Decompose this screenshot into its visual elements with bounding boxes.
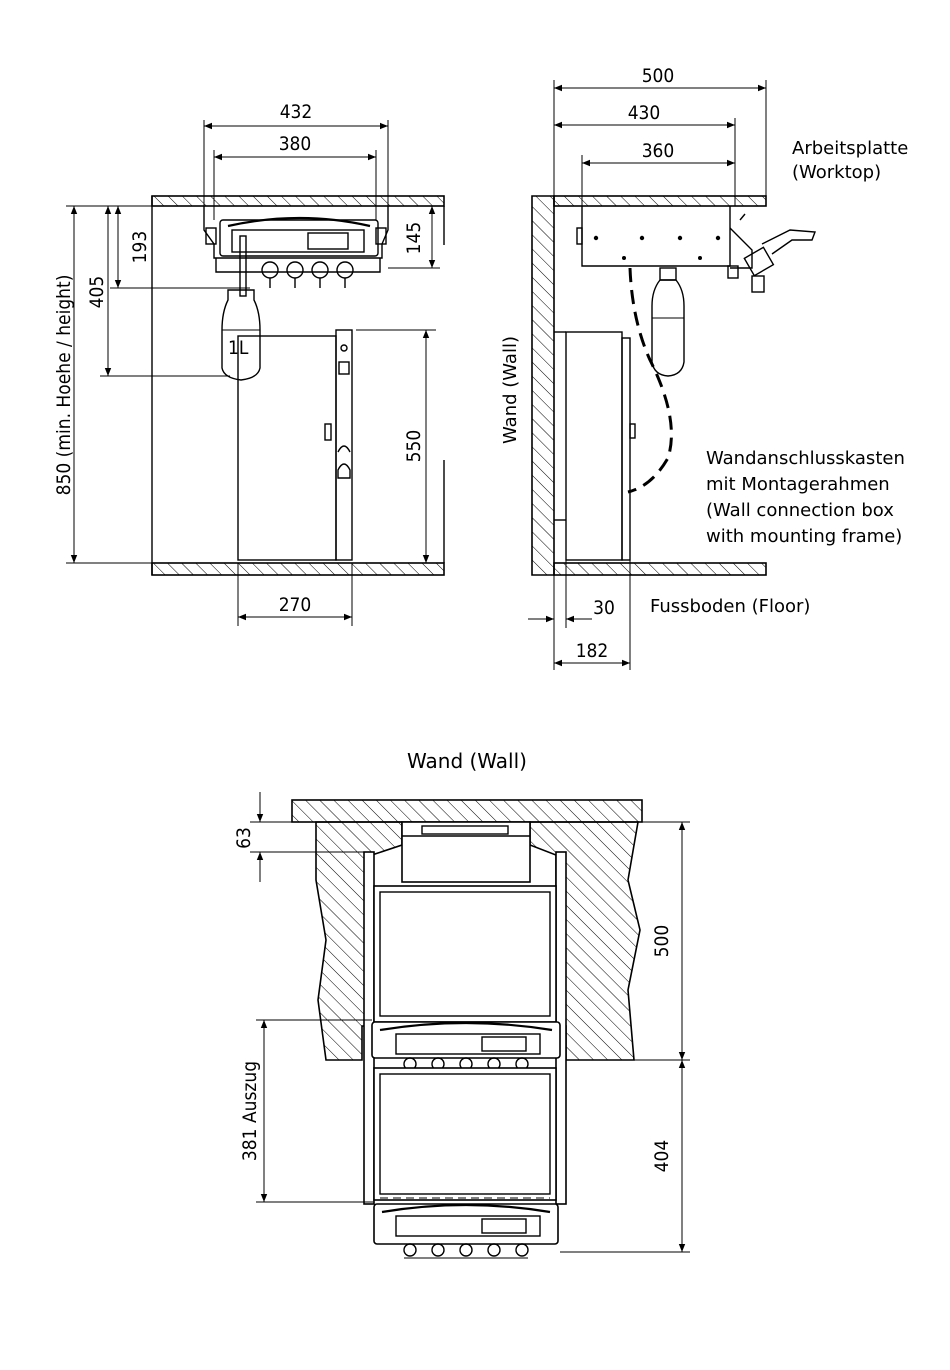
- front-bottle: 1L: [222, 290, 260, 380]
- box-label-3: (Wall connection box: [706, 500, 894, 521]
- side-wall-label: Wand (Wall): [500, 336, 521, 444]
- front-nozzles: [262, 262, 353, 288]
- dim-360: 360: [642, 140, 675, 162]
- side-view: 500 430 360 30 182 Arbeitsplatte (Workto…: [500, 65, 908, 670]
- dim-270: 270: [279, 594, 312, 616]
- side-hose: [628, 268, 671, 492]
- dim-380: 380: [279, 133, 312, 155]
- box-label-2: mit Montagerahmen: [706, 474, 890, 495]
- top-connection-box: [402, 822, 530, 882]
- top-wall-title: Wand (Wall): [407, 749, 527, 773]
- floor-label: Fussboden (Floor): [650, 596, 810, 617]
- front-view: 1L 432 380 193 405: [53, 101, 444, 626]
- top-drawer-extended: [374, 1068, 556, 1200]
- box-label-4: with mounting frame): [706, 526, 902, 547]
- front-floor: [152, 563, 444, 575]
- box-label-1: Wandanschlusskasten: [706, 448, 905, 469]
- top-front-extended: [374, 1204, 558, 1244]
- side-floor: [554, 563, 766, 575]
- dim-404: 404: [651, 1140, 673, 1173]
- front-drawer-unit: [204, 206, 388, 296]
- dim-145: 145: [403, 222, 425, 255]
- side-worktop: [554, 196, 766, 206]
- dim-432: 432: [280, 101, 313, 123]
- dim-405: 405: [86, 276, 108, 309]
- dim-381: 381 Auszug: [239, 1061, 261, 1161]
- top-wall: [292, 800, 642, 822]
- dim-430: 430: [628, 102, 661, 124]
- front-connection-box: [238, 330, 352, 560]
- side-wall: [532, 196, 554, 575]
- dim-500-side: 500: [642, 65, 675, 87]
- side-drawer: [577, 206, 815, 292]
- dim-182: 182: [576, 640, 609, 662]
- front-worktop: [152, 196, 444, 206]
- side-bottle: [652, 268, 684, 376]
- top-view: Wand (Wall): [233, 749, 690, 1258]
- side-connection-box: [554, 332, 635, 560]
- dim-30: 30: [593, 597, 615, 619]
- top-front-retracted: [372, 1022, 560, 1058]
- dim-63: 63: [233, 827, 255, 849]
- top-nozzles-bottom: [404, 1244, 528, 1258]
- worktop-label-1: Arbeitsplatte: [792, 138, 908, 159]
- worktop-label-2: (Worktop): [792, 162, 881, 183]
- dim-850: 850 (min. Hoehe / height): [53, 275, 75, 496]
- dim-193: 193: [129, 231, 151, 264]
- top-drawer-retracted: [374, 886, 556, 1022]
- dim-550: 550: [403, 430, 425, 463]
- dim-500-top: 500: [651, 925, 673, 958]
